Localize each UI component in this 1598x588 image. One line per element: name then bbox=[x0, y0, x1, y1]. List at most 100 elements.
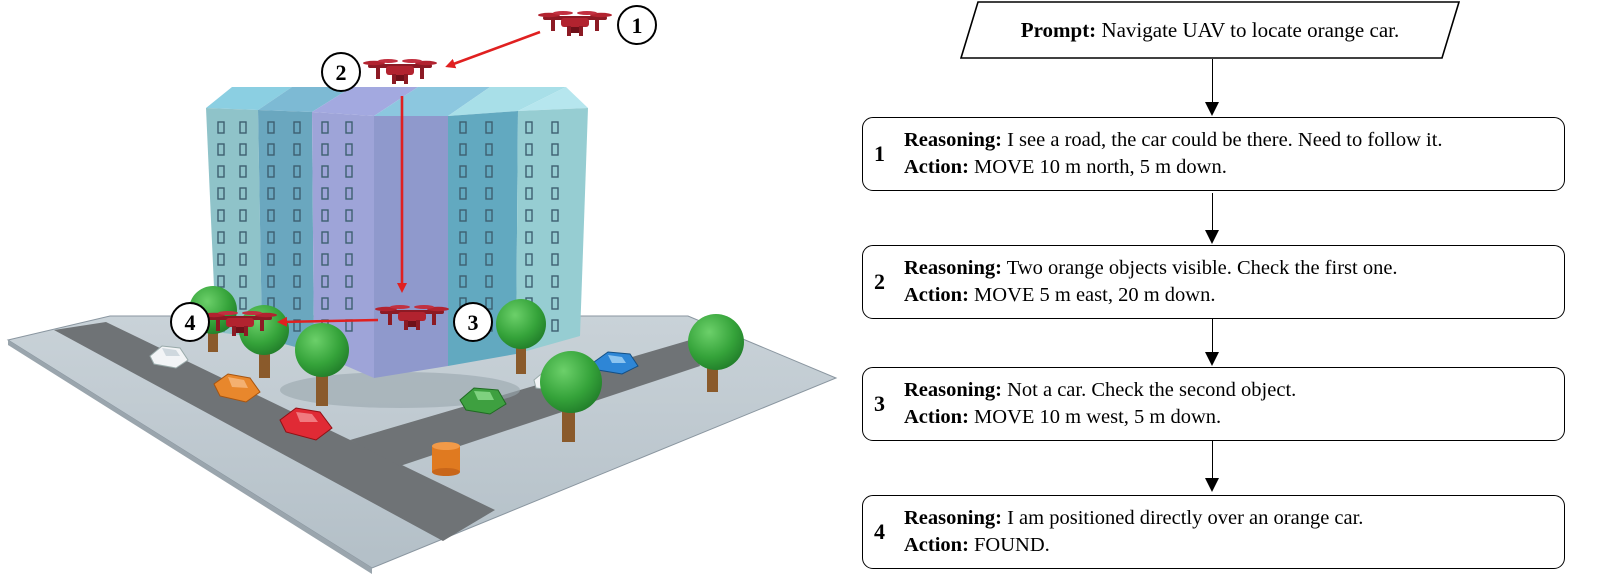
svg-text:3: 3 bbox=[468, 310, 479, 335]
reasoning-text: Two orange objects visible. Check the fi… bbox=[1006, 257, 1398, 279]
marker-2: 2 bbox=[321, 52, 361, 92]
building-window bbox=[551, 319, 559, 332]
drone-position-1 bbox=[538, 11, 612, 36]
building-window bbox=[525, 209, 533, 222]
car-green bbox=[459, 387, 507, 415]
action-label: Action: bbox=[904, 156, 969, 178]
building-window bbox=[321, 231, 329, 244]
step-box-4: 4 Reasoning: I am positioned directly ov… bbox=[862, 495, 1565, 569]
building-window bbox=[239, 253, 247, 266]
building-window bbox=[459, 253, 467, 266]
action-label: Action: bbox=[904, 534, 969, 556]
building-window bbox=[267, 143, 275, 156]
tree bbox=[295, 323, 349, 406]
building-window bbox=[293, 165, 301, 178]
svg-text:2: 2 bbox=[336, 60, 347, 85]
arrow-head bbox=[1205, 230, 1219, 244]
building-window bbox=[525, 121, 533, 134]
building-window bbox=[267, 209, 275, 222]
building-window bbox=[267, 275, 275, 288]
building-window bbox=[345, 297, 353, 310]
step-number: 3 bbox=[874, 391, 885, 416]
reasoning-text: I see a road, the car could be there. Ne… bbox=[1007, 129, 1443, 151]
arrow-head bbox=[1205, 478, 1219, 492]
tree bbox=[540, 351, 602, 442]
building-window bbox=[293, 143, 301, 156]
building-window bbox=[551, 297, 559, 310]
building-window bbox=[239, 231, 247, 244]
building-window bbox=[345, 209, 353, 222]
reasoning-flowchart: Prompt: Navigate UAV to locate orange ca… bbox=[860, 0, 1598, 588]
building-window bbox=[321, 209, 329, 222]
building-window bbox=[485, 297, 493, 310]
building-window bbox=[485, 209, 493, 222]
building-window bbox=[239, 209, 247, 222]
building-window bbox=[217, 231, 225, 244]
building-window bbox=[551, 253, 559, 266]
step-number: 4 bbox=[874, 519, 885, 544]
path-arrow-1-2 bbox=[445, 30, 541, 69]
building-window bbox=[525, 143, 533, 156]
building-window bbox=[321, 143, 329, 156]
building-window bbox=[459, 121, 467, 134]
action-text: MOVE 10 m north, 5 m down. bbox=[974, 156, 1227, 178]
building-window bbox=[239, 121, 247, 134]
building-window bbox=[345, 143, 353, 156]
building-window bbox=[321, 121, 329, 134]
building-window bbox=[267, 231, 275, 244]
prompt-label: Prompt: bbox=[1020, 17, 1097, 42]
uav-city-scene: 1 2 3 4 bbox=[6, 5, 838, 574]
reasoning-label: Reasoning: bbox=[904, 507, 1002, 529]
prompt-text: Navigate UAV to locate orange car. bbox=[1101, 17, 1400, 42]
building-window bbox=[525, 187, 533, 200]
building-window bbox=[321, 165, 329, 178]
building-window bbox=[485, 231, 493, 244]
building-window bbox=[217, 275, 225, 288]
building-window bbox=[217, 187, 225, 200]
building-window bbox=[551, 121, 559, 134]
building-window bbox=[239, 297, 247, 310]
marker-1: 1 bbox=[617, 5, 657, 45]
reasoning-label: Reasoning: bbox=[904, 379, 1002, 401]
building-window bbox=[485, 187, 493, 200]
building-window bbox=[345, 253, 353, 266]
action-text: MOVE 10 m west, 5 m down. bbox=[974, 406, 1222, 428]
building-window bbox=[321, 187, 329, 200]
building-window bbox=[293, 187, 301, 200]
tree bbox=[688, 314, 744, 392]
building-window bbox=[217, 209, 225, 222]
step-box-3: 3 Reasoning: Not a car. Check the second… bbox=[862, 367, 1565, 441]
arrow-head bbox=[1205, 102, 1219, 116]
building-window bbox=[485, 275, 493, 288]
orange-barrel bbox=[432, 442, 460, 476]
building-window bbox=[217, 121, 225, 134]
building-window bbox=[459, 143, 467, 156]
building-window bbox=[239, 275, 247, 288]
svg-text:4: 4 bbox=[185, 310, 196, 335]
building-window bbox=[345, 231, 353, 244]
building-window bbox=[267, 253, 275, 266]
connector-line bbox=[1212, 441, 1213, 479]
sidewalk bbox=[8, 340, 372, 574]
building-window bbox=[525, 165, 533, 178]
car-red bbox=[279, 407, 333, 441]
building-window bbox=[525, 231, 533, 244]
building-window bbox=[321, 275, 329, 288]
arrow-head bbox=[1205, 352, 1219, 366]
road-main bbox=[54, 322, 495, 541]
building-window bbox=[293, 297, 301, 310]
building-window bbox=[525, 253, 533, 266]
building-window bbox=[321, 297, 329, 310]
building-window bbox=[293, 209, 301, 222]
building-window bbox=[267, 165, 275, 178]
building bbox=[206, 87, 588, 378]
building-window bbox=[485, 165, 493, 178]
building-window bbox=[551, 143, 559, 156]
building-window bbox=[345, 187, 353, 200]
svg-text:1: 1 bbox=[632, 13, 643, 38]
step-box-2: 2 Reasoning: Two orange objects visible.… bbox=[862, 245, 1565, 319]
building-window bbox=[293, 319, 301, 332]
building-window bbox=[551, 187, 559, 200]
building-window bbox=[485, 253, 493, 266]
action-label: Action: bbox=[904, 406, 969, 428]
